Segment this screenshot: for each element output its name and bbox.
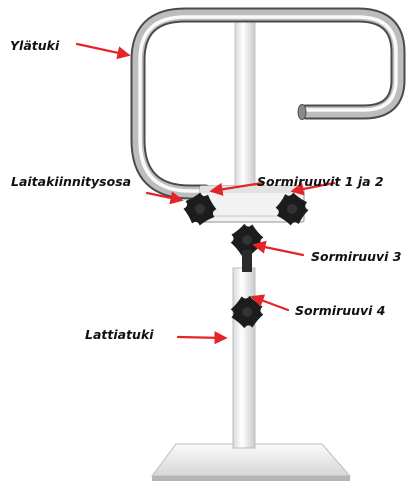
- arrow-screw-3: [255, 245, 303, 255]
- label-screw-4: Sormiruuvi 4: [295, 305, 386, 318]
- floor-post: [233, 268, 255, 448]
- label-screw-3: Sormiruuvi 3: [311, 251, 402, 264]
- label-rail-mount: Laitakiinnitysosa: [11, 176, 131, 189]
- arrow-floor-support: [178, 337, 225, 338]
- top-support-tube: [138, 15, 398, 192]
- screw-stem: [242, 250, 252, 272]
- label-screws-1-2: Sormiruuvit 1 ja 2: [257, 176, 384, 189]
- upper-post: [235, 22, 255, 198]
- arrow-top-support: [77, 44, 128, 55]
- label-top-support: Ylätuki: [10, 40, 59, 53]
- label-floor-support: Lattiatuki: [85, 329, 154, 342]
- floor-base: [152, 444, 350, 481]
